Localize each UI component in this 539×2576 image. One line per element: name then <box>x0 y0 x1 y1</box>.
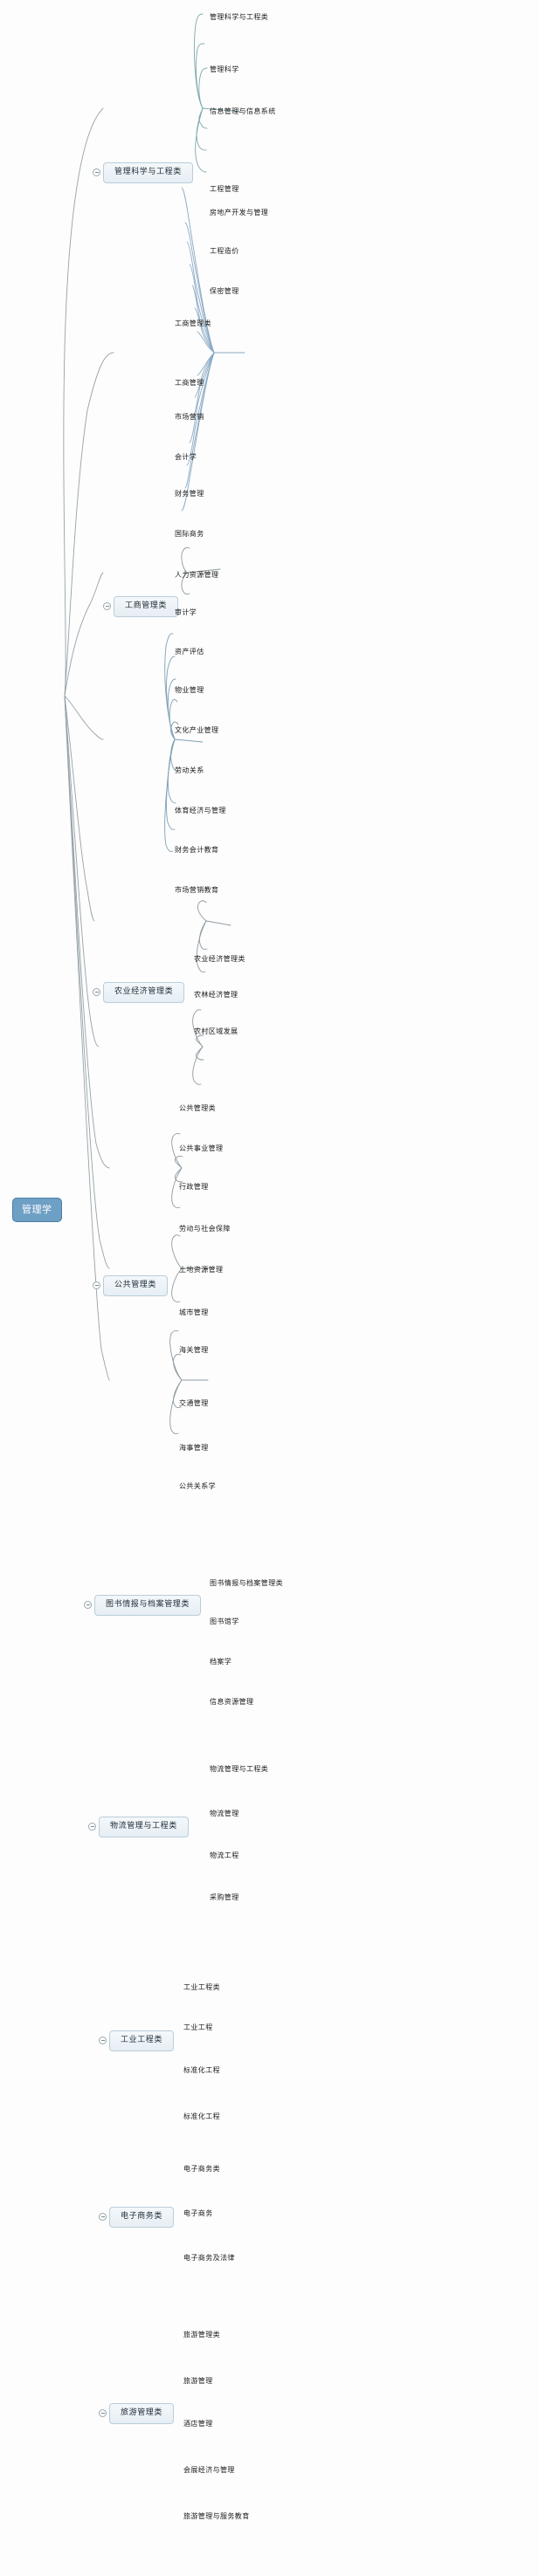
leaf-node[interactable]: 标准化工程 <box>183 2112 220 2120</box>
leaf-node[interactable]: 公共管理类 <box>179 1104 216 1112</box>
leaf-node[interactable]: 工程管理 <box>210 185 239 193</box>
leaf-node[interactable]: 市场营销教育 <box>175 886 219 894</box>
branch-node-gonggong-guanli[interactable]: 公共管理类 <box>103 1275 169 1296</box>
leaf-node[interactable]: 图书情报与档案管理类 <box>210 1579 283 1587</box>
leaf-node[interactable]: 信息资源管理 <box>210 1698 254 1706</box>
leaf-node[interactable]: 财务会计教育 <box>175 846 219 854</box>
leaf-node[interactable]: 图书馆学 <box>210 1618 239 1625</box>
leaf-node[interactable]: 资产评估 <box>175 648 204 656</box>
leaf-node[interactable]: 农林经济管理 <box>194 991 238 999</box>
leaf-node[interactable]: 信息管理与信息系统 <box>210 107 276 115</box>
leaf-node[interactable]: 文化产业管理 <box>175 726 219 734</box>
leaf-node[interactable]: 物流管理 <box>210 1810 239 1817</box>
leaf-node[interactable]: 农业经济管理类 <box>194 955 245 963</box>
branch-node-guanli-kexue-yu-gongcheng[interactable]: 管理科学与工程类 <box>103 162 193 183</box>
leaf-node[interactable]: 劳动关系 <box>175 766 204 774</box>
leaf-node[interactable]: 公共关系学 <box>179 1482 216 1490</box>
leaf-node[interactable]: 物流管理与工程类 <box>210 1765 269 1773</box>
leaf-node[interactable]: 财务管理 <box>175 490 204 498</box>
leaf-node[interactable]: 人力资源管理 <box>175 571 219 579</box>
leaf-node[interactable]: 采购管理 <box>210 1893 239 1901</box>
leaf-node[interactable]: 电子商务 <box>183 2209 213 2217</box>
branch-node-gongye-gongcheng[interactable]: 工业工程类 <box>109 2030 175 2051</box>
leaf-node[interactable]: 交通管理 <box>179 1399 209 1407</box>
leaf-node[interactable]: 物业管理 <box>175 686 204 694</box>
branch-node-nongye-jingji-guanli[interactable]: 农业经济管理类 <box>103 982 185 1003</box>
leaf-node[interactable]: 管理科学与工程类 <box>210 13 269 21</box>
leaf-node[interactable]: 行政管理 <box>179 1183 209 1191</box>
leaf-node[interactable]: 工业工程 <box>183 2023 213 2031</box>
collapse-handle-nongye-jingji-guanli[interactable] <box>93 988 100 996</box>
leaf-node[interactable]: 工程造价 <box>210 247 239 255</box>
leaf-node[interactable]: 城市管理 <box>179 1309 209 1316</box>
leaf-node[interactable]: 管理科学 <box>210 65 239 73</box>
leaf-node[interactable]: 旅游管理类 <box>183 2331 220 2339</box>
leaf-node[interactable]: 旅游管理与服务教育 <box>183 2512 250 2520</box>
leaf-node[interactable]: 农村区域发展 <box>194 1027 238 1035</box>
collapse-handle-dianzi-shangwu[interactable] <box>99 2213 107 2221</box>
branch-node-dianzi-shangwu[interactable]: 电子商务类 <box>109 2207 175 2228</box>
collapse-handle-lvyou-guanli[interactable] <box>99 2409 107 2417</box>
leaf-node[interactable]: 物流工程 <box>210 1851 239 1859</box>
leaf-node[interactable]: 体育经济与管理 <box>175 807 226 814</box>
leaf-node[interactable]: 房地产开发与管理 <box>210 209 269 216</box>
leaf-node[interactable]: 海关管理 <box>179 1346 209 1354</box>
branch-node-tushu-qingbao-dangan[interactable]: 图书情报与档案管理类 <box>94 1595 202 1616</box>
leaf-node[interactable]: 档案学 <box>210 1658 232 1666</box>
collapse-handle-gongshang-guanli[interactable] <box>103 602 111 610</box>
leaf-node[interactable]: 电子商务类 <box>183 2165 220 2173</box>
leaf-node[interactable]: 工商管理 <box>175 379 204 387</box>
leaf-node[interactable]: 劳动与社会保障 <box>179 1225 231 1233</box>
leaf-node[interactable]: 审计学 <box>175 608 197 616</box>
leaf-node[interactable]: 旅游管理 <box>183 2377 213 2385</box>
leaf-node[interactable]: 工业工程类 <box>183 1983 220 1991</box>
leaf-node[interactable]: 会计学 <box>175 453 197 461</box>
leaf-node[interactable]: 土地资源管理 <box>179 1266 224 1274</box>
leaf-node[interactable]: 海事管理 <box>179 1444 209 1452</box>
branch-node-wuliu-guanli-yu-gongcheng[interactable]: 物流管理与工程类 <box>99 1817 189 1838</box>
collapse-handle-guanli-kexue-yu-gongcheng[interactable] <box>93 168 100 176</box>
leaf-node[interactable]: 保密管理 <box>210 287 239 295</box>
leaf-node[interactable]: 酒店管理 <box>183 2420 213 2428</box>
root-node[interactable]: 管理学 <box>12 1198 62 1222</box>
leaf-node[interactable]: 工商管理类 <box>175 319 211 327</box>
collapse-handle-gonggong-guanli[interactable] <box>93 1281 100 1289</box>
leaf-node[interactable]: 标准化工程 <box>183 2066 220 2074</box>
branch-node-gongshang-guanli[interactable]: 工商管理类 <box>114 596 179 617</box>
collapse-handle-tushu-qingbao-dangan[interactable] <box>84 1601 92 1609</box>
branch-node-lvyou-guanli[interactable]: 旅游管理类 <box>109 2403 175 2424</box>
leaf-node[interactable]: 市场营销 <box>175 413 204 421</box>
leaf-node[interactable]: 会展经济与管理 <box>183 2466 235 2474</box>
collapse-handle-gongye-gongcheng[interactable] <box>99 2037 107 2044</box>
leaf-node[interactable]: 国际商务 <box>175 530 204 538</box>
leaf-node[interactable]: 电子商务及法律 <box>183 2254 235 2262</box>
collapse-handle-wuliu-guanli-yu-gongcheng[interactable] <box>88 1823 96 1831</box>
leaf-node[interactable]: 公共事业管理 <box>179 1144 224 1152</box>
